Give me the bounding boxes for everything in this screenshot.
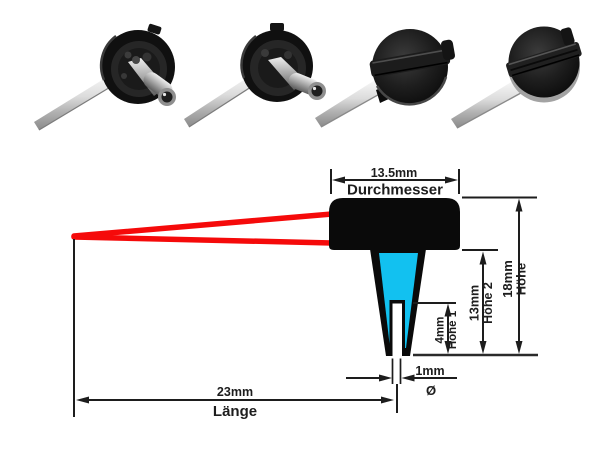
length-label: Länge [213, 403, 257, 420]
housing-notch [270, 23, 284, 31]
needle [315, 75, 392, 127]
barrel-bore [311, 85, 323, 97]
grip-bar-body [369, 47, 451, 78]
barrel-glint [312, 86, 317, 91]
length-value: 23mm [217, 385, 253, 399]
arrowhead-right [381, 396, 394, 404]
groove-shadow [511, 54, 580, 77]
pointer-lower-edge [71, 234, 335, 246]
detail-hole-1 [124, 51, 132, 59]
tip-label: Ø [426, 383, 436, 398]
pointer-knob-rear-view-1 [34, 23, 176, 131]
knob-cap [329, 198, 460, 250]
arrowhead-left [332, 176, 345, 184]
barrel-bore [161, 91, 173, 103]
height2-label: Höhe 2 [481, 282, 495, 324]
pointer-knob-front-view-2 [451, 26, 582, 129]
height1-label: Höhe 1 [447, 310, 459, 349]
arrowhead-up [444, 303, 452, 317]
arrowhead-right [445, 176, 458, 184]
arrowhead-right [379, 374, 392, 382]
groove-highlight [508, 43, 576, 66]
arrowhead-up [515, 198, 523, 212]
height1-value: 4mm [435, 317, 447, 344]
needle-edge [456, 87, 531, 129]
tip-value: 1mm [415, 364, 444, 378]
pointer-knob-rear-view-2 [184, 23, 326, 128]
dim-tip-diameter: 1mm Ø [346, 358, 457, 398]
side-tab [560, 27, 575, 46]
height2-value: 13mm [468, 285, 482, 321]
detail-hole-1 [261, 49, 269, 57]
dim-height-2: 13mm Höhe 2 [468, 251, 495, 354]
ring-sheen [240, 34, 257, 79]
dim-height-1: 4mm Höhe 1 [435, 303, 459, 354]
grip-bar [369, 47, 451, 78]
side-tab [440, 39, 456, 61]
dim-height-total: 18mm Höhe [500, 198, 529, 354]
diameter-value: 13.5mm [371, 166, 418, 180]
housing-notch [147, 23, 162, 35]
detail-hole-3 [121, 73, 127, 79]
photo-row [34, 23, 582, 131]
groove-line [510, 48, 578, 72]
grip-groove [506, 41, 582, 78]
needle [451, 76, 530, 128]
detail-hole-2 [284, 51, 292, 59]
grip-bar-highlight [372, 49, 446, 64]
barrel-glint [162, 92, 167, 97]
pointer-knob-front-view-1 [315, 29, 456, 128]
arrowhead-left [401, 374, 415, 382]
arrowhead-down [515, 341, 523, 354]
slot-opening [392, 303, 402, 356]
detail-hole-2 [142, 52, 152, 62]
diameter-label: Durchmesser [347, 182, 443, 199]
center-screw [132, 56, 140, 64]
needle [34, 69, 127, 130]
dim-length: 23mm Länge [73, 239, 398, 420]
arrowhead-down [479, 341, 487, 354]
arrowhead-left [76, 396, 89, 404]
pointer-upper-edge [71, 211, 335, 239]
shaft-cone [370, 249, 426, 356]
pointer-needle-red [71, 211, 335, 246]
disc-rim-light [375, 76, 448, 106]
technical-drawing: 13.5mm Durchmesser 18mm Höhe 13mm Höhe 2 [71, 166, 538, 420]
height-total-label: Höhe [514, 263, 529, 296]
ring-sheen [99, 34, 117, 81]
arrowhead-up [479, 251, 487, 265]
grip-bar-shadow [374, 61, 448, 77]
height-total-value: 18mm [500, 260, 515, 298]
arrowhead-down [444, 341, 452, 354]
dim-diameter: 13.5mm Durchmesser [330, 166, 460, 199]
